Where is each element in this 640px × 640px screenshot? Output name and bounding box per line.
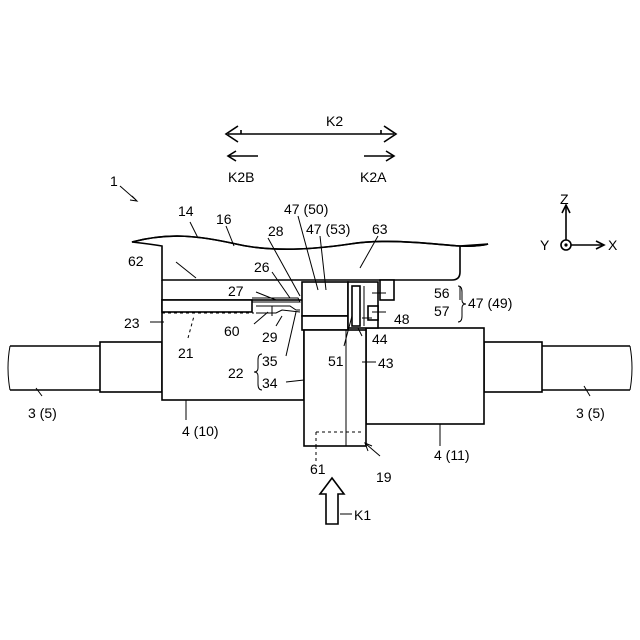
label-51: 51	[328, 353, 344, 369]
label-44: 44	[372, 331, 388, 347]
label-27: 27	[228, 283, 244, 299]
label-43: 43	[378, 355, 394, 371]
label-axis-x: X	[608, 237, 618, 253]
label-k2b: K2B	[228, 169, 254, 185]
label-4-11: 4 (11)	[434, 447, 470, 463]
label-16: 16	[216, 211, 232, 227]
label-34: 34	[262, 375, 278, 391]
label-14: 14	[178, 203, 194, 219]
block-47	[302, 282, 348, 330]
label-k2a: K2A	[360, 169, 387, 185]
layer-21-23	[162, 300, 254, 313]
label-4-10: 4 (10)	[182, 423, 219, 439]
label-axis-y: Y	[540, 237, 550, 253]
label-29: 29	[262, 329, 278, 345]
label-47-49: 47 (49)	[468, 295, 512, 311]
label-62: 62	[128, 253, 144, 269]
cable-left	[8, 342, 162, 392]
label-47-53: 47 (53)	[306, 221, 350, 237]
brace-56-57	[458, 286, 466, 322]
label-28: 28	[268, 223, 284, 239]
label-47-50: 47 (50)	[284, 201, 328, 217]
label-61: 61	[310, 461, 326, 477]
block-47-49	[348, 282, 378, 328]
k1-arrow	[320, 478, 344, 524]
cable-right	[484, 342, 632, 392]
label-22: 22	[228, 365, 244, 381]
label-23: 23	[124, 315, 140, 331]
label-k2: K2	[326, 113, 343, 129]
label-19: 19	[376, 469, 392, 485]
k2a-arrow	[364, 151, 394, 161]
label-60: 60	[224, 323, 240, 339]
label-48: 48	[394, 311, 410, 327]
label-21: 21	[178, 345, 194, 361]
label-63: 63	[372, 221, 388, 237]
label-35: 35	[262, 353, 278, 369]
lever-19	[304, 330, 366, 446]
label-56: 56	[434, 285, 450, 301]
k2-double-arrow	[226, 126, 396, 142]
board-14	[132, 236, 488, 280]
label-3-5-right: 3 (5)	[576, 405, 605, 421]
label-26: 26	[254, 259, 270, 275]
coordinate-axes	[561, 205, 604, 250]
label-axis-z: Z	[560, 191, 569, 207]
label-57: 57	[434, 303, 450, 319]
label-1: 1	[110, 173, 118, 189]
label-k1: K1	[354, 507, 371, 523]
k2b-arrow	[228, 151, 258, 161]
label-3-5-left: 3 (5)	[28, 405, 57, 421]
